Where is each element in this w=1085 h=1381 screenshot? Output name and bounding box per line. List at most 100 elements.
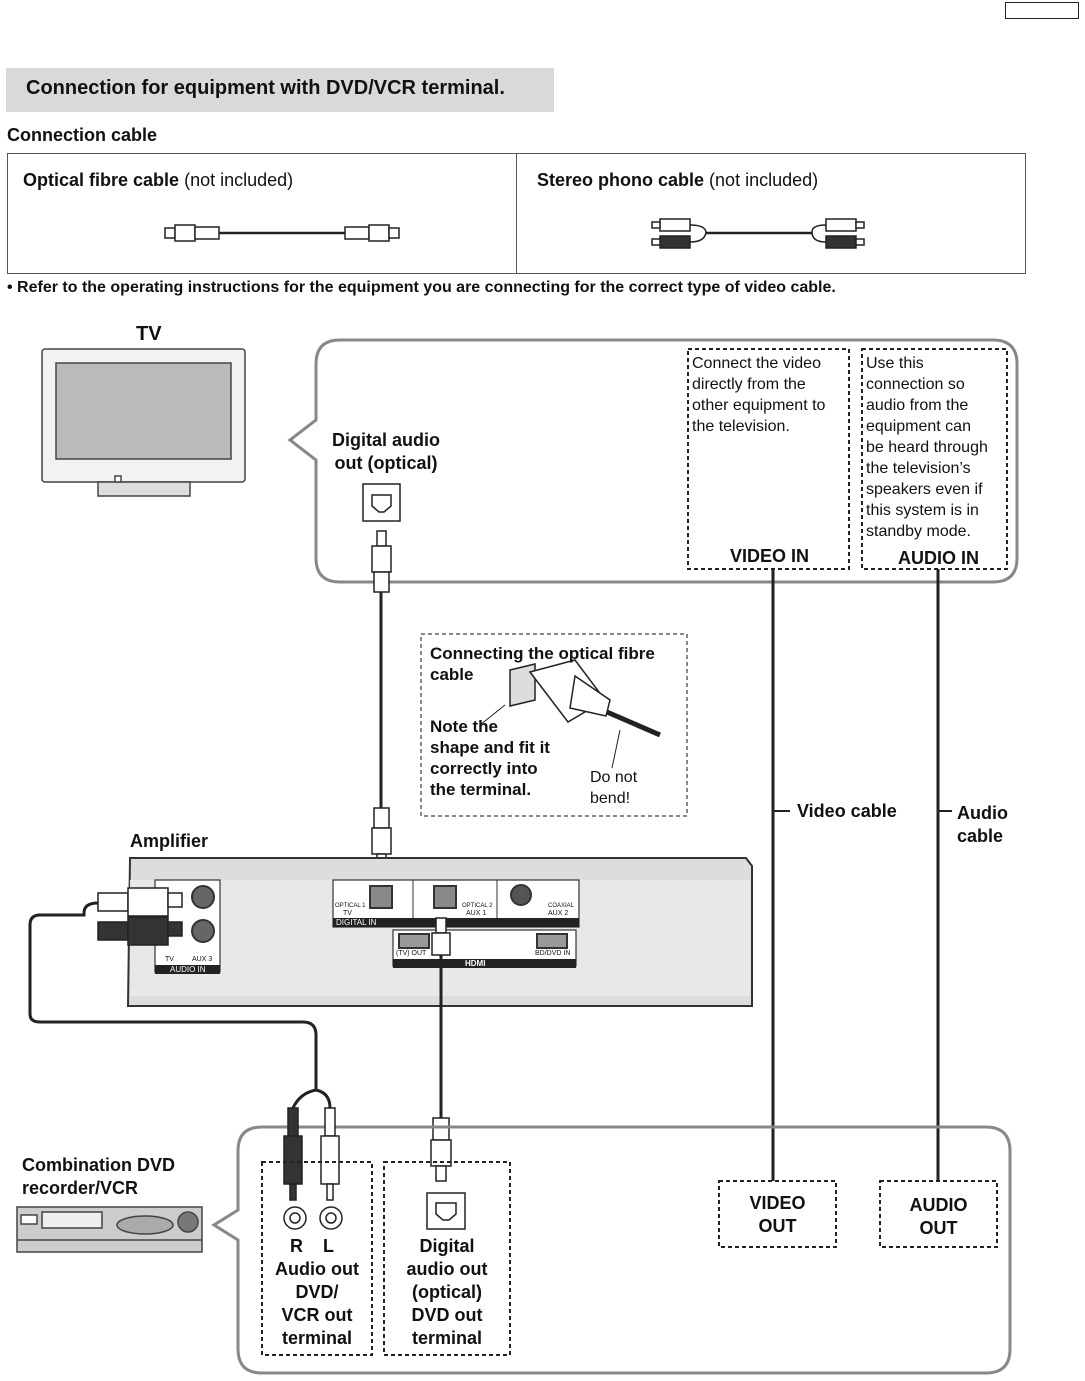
cable-heading: Connection cable xyxy=(7,125,158,145)
dvd-recorder-label-line: recorder/VCR xyxy=(22,1178,139,1198)
audio-in-label: AUDIO IN xyxy=(898,548,979,568)
audio-note-line: Use this xyxy=(866,355,924,372)
port-bd-dvd-in: BD/DVD IN xyxy=(535,950,571,957)
video-cable-label: Video cable xyxy=(797,801,897,821)
inset-title-line: cable xyxy=(430,665,474,684)
inset-note-line: correctly into xyxy=(430,759,538,778)
tv-illustration xyxy=(41,348,246,497)
digital-out-box xyxy=(383,1161,511,1356)
tv-optical-terminal xyxy=(362,483,401,522)
amplifier-label: Amplifier xyxy=(130,831,209,851)
video-in-label: VIDEO IN xyxy=(730,546,810,566)
video-note-line: Connect the video xyxy=(692,355,821,372)
audio-in-box xyxy=(861,348,1008,570)
video-in-box xyxy=(687,348,850,570)
audio-out-box xyxy=(261,1161,373,1356)
tv-optical-plug xyxy=(371,530,392,593)
audio-cable-label: Audio cable xyxy=(957,802,1008,848)
section-title-bar xyxy=(6,68,554,112)
digital-out-line: (optical) xyxy=(412,1282,482,1302)
dvd-audio-jacks xyxy=(283,1206,343,1230)
audio-note-line: speakers even if xyxy=(866,481,983,498)
audio-out-box-line: OUT xyxy=(919,1218,958,1238)
audio-out-box-label: AUDIO OUT xyxy=(880,1194,997,1240)
port-aux3: AUX 3 xyxy=(192,956,213,963)
port-tv: TV xyxy=(343,910,352,917)
audio-note-line: be heard through xyxy=(866,439,988,456)
digital-out-line: audio out xyxy=(406,1259,488,1279)
tv-label: TV xyxy=(136,323,162,345)
dvd-recorder-label-line: Combination DVD xyxy=(22,1155,175,1175)
port-aux1: AUX 1 xyxy=(466,910,487,917)
inset-box xyxy=(420,633,688,817)
audio-note-line: connection so xyxy=(866,376,965,393)
port-optical1: OPTICAL 1 xyxy=(335,903,366,909)
inset-note: Note the shape and fit it correctly into… xyxy=(430,716,550,800)
audio-out-box-right xyxy=(879,1180,998,1248)
inset-note-line: Note the xyxy=(430,717,498,736)
amp-rca-plugs xyxy=(97,887,183,946)
port-tv-out: (TV) OUT xyxy=(396,950,427,957)
port-audio-tv: TV xyxy=(165,956,174,963)
audio-out-line: terminal xyxy=(281,1328,353,1348)
inset-note-line: the terminal. xyxy=(430,780,532,799)
dvd-callout xyxy=(211,1125,1012,1375)
amp-lower-optical-plug xyxy=(431,917,451,956)
optical-plug-closeup xyxy=(509,659,661,738)
amp-optical-plug xyxy=(371,807,392,871)
stereo-cable-note: (not included) xyxy=(709,170,819,190)
inset-bend-line: Do not xyxy=(590,769,638,786)
video-cable-note: • Refer to the operating instructions fo… xyxy=(7,279,836,296)
audio-out-line: Audio out xyxy=(275,1259,359,1279)
dvd-optical-plug xyxy=(430,1117,452,1182)
dvd-recorder-label: Combination DVD recorder/VCR xyxy=(22,1154,175,1200)
audio-note: Use this connection so audio from the eq… xyxy=(866,353,988,542)
inset-title-line: Connecting the optical fibre xyxy=(430,644,655,663)
tv-digital-audio-line: Digital audio xyxy=(332,430,440,450)
inset-bend-line: bend! xyxy=(590,790,631,807)
audio-note-line: this system is in xyxy=(866,502,979,519)
inset-title: Connecting the optical fibre cable xyxy=(430,643,655,685)
tv-callout xyxy=(287,338,1019,584)
audio-out-label: Audio out DVD/ VCR out terminal xyxy=(262,1258,372,1350)
video-out-label: VIDEO OUT xyxy=(719,1192,836,1238)
video-note: Connect the video directly from the othe… xyxy=(692,353,825,437)
stereo-cable-line xyxy=(28,901,318,1090)
port-aux2: AUX 2 xyxy=(548,910,569,917)
port-hdmi: HDMI xyxy=(465,959,486,968)
video-note-line: the television. xyxy=(692,418,790,435)
port-coaxial: COAXIAL xyxy=(548,903,575,909)
audio-cable-line: cable xyxy=(957,826,1004,846)
audio-cable-line: Audio xyxy=(957,803,1008,823)
dvd-recorder-illustration xyxy=(16,1206,203,1253)
page-corner-box xyxy=(1005,2,1079,19)
inset-bend-warning: Do not bend! xyxy=(590,767,637,809)
port-audio-in: AUDIO IN xyxy=(170,965,206,974)
port-digital-in: DIGITAL IN xyxy=(336,918,377,927)
digital-out-label: Digital audio out (optical) DVD out term… xyxy=(384,1235,510,1350)
audio-out-line: DVD/ xyxy=(295,1282,339,1302)
video-note-line: directly from the xyxy=(692,376,806,393)
audio-note-line: audio from the xyxy=(866,397,969,414)
audio-note-line: standby mode. xyxy=(866,523,971,540)
port-optical2: OPTICAL 2 xyxy=(462,903,493,909)
stereo-cable-icon xyxy=(651,218,865,249)
dvd-rca-plugs xyxy=(283,1107,340,1201)
audio-note-line: equipment can xyxy=(866,418,971,435)
video-note-line: other equipment to xyxy=(692,397,826,414)
optical-cable-label: Optical fibre cable (not included) xyxy=(23,170,293,191)
audio-note-line: the television’s xyxy=(866,460,971,477)
dvd-optical-terminal xyxy=(426,1192,466,1230)
video-out-box xyxy=(718,1180,837,1248)
video-out-line: OUT xyxy=(758,1216,797,1236)
digital-out-line: Digital xyxy=(419,1236,475,1256)
video-out-line: VIDEO xyxy=(749,1193,806,1213)
digital-out-line: DVD out xyxy=(411,1305,483,1325)
stereo-cable-name: Stereo phono cable xyxy=(537,170,705,190)
optical-cable-note: (not included) xyxy=(184,170,294,190)
tv-digital-audio-label: Digital audio out (optical) xyxy=(318,429,454,475)
optical-cable-icon xyxy=(164,224,400,242)
cable-table-divider xyxy=(516,153,517,274)
inset-note-line: shape and fit it xyxy=(430,738,550,757)
